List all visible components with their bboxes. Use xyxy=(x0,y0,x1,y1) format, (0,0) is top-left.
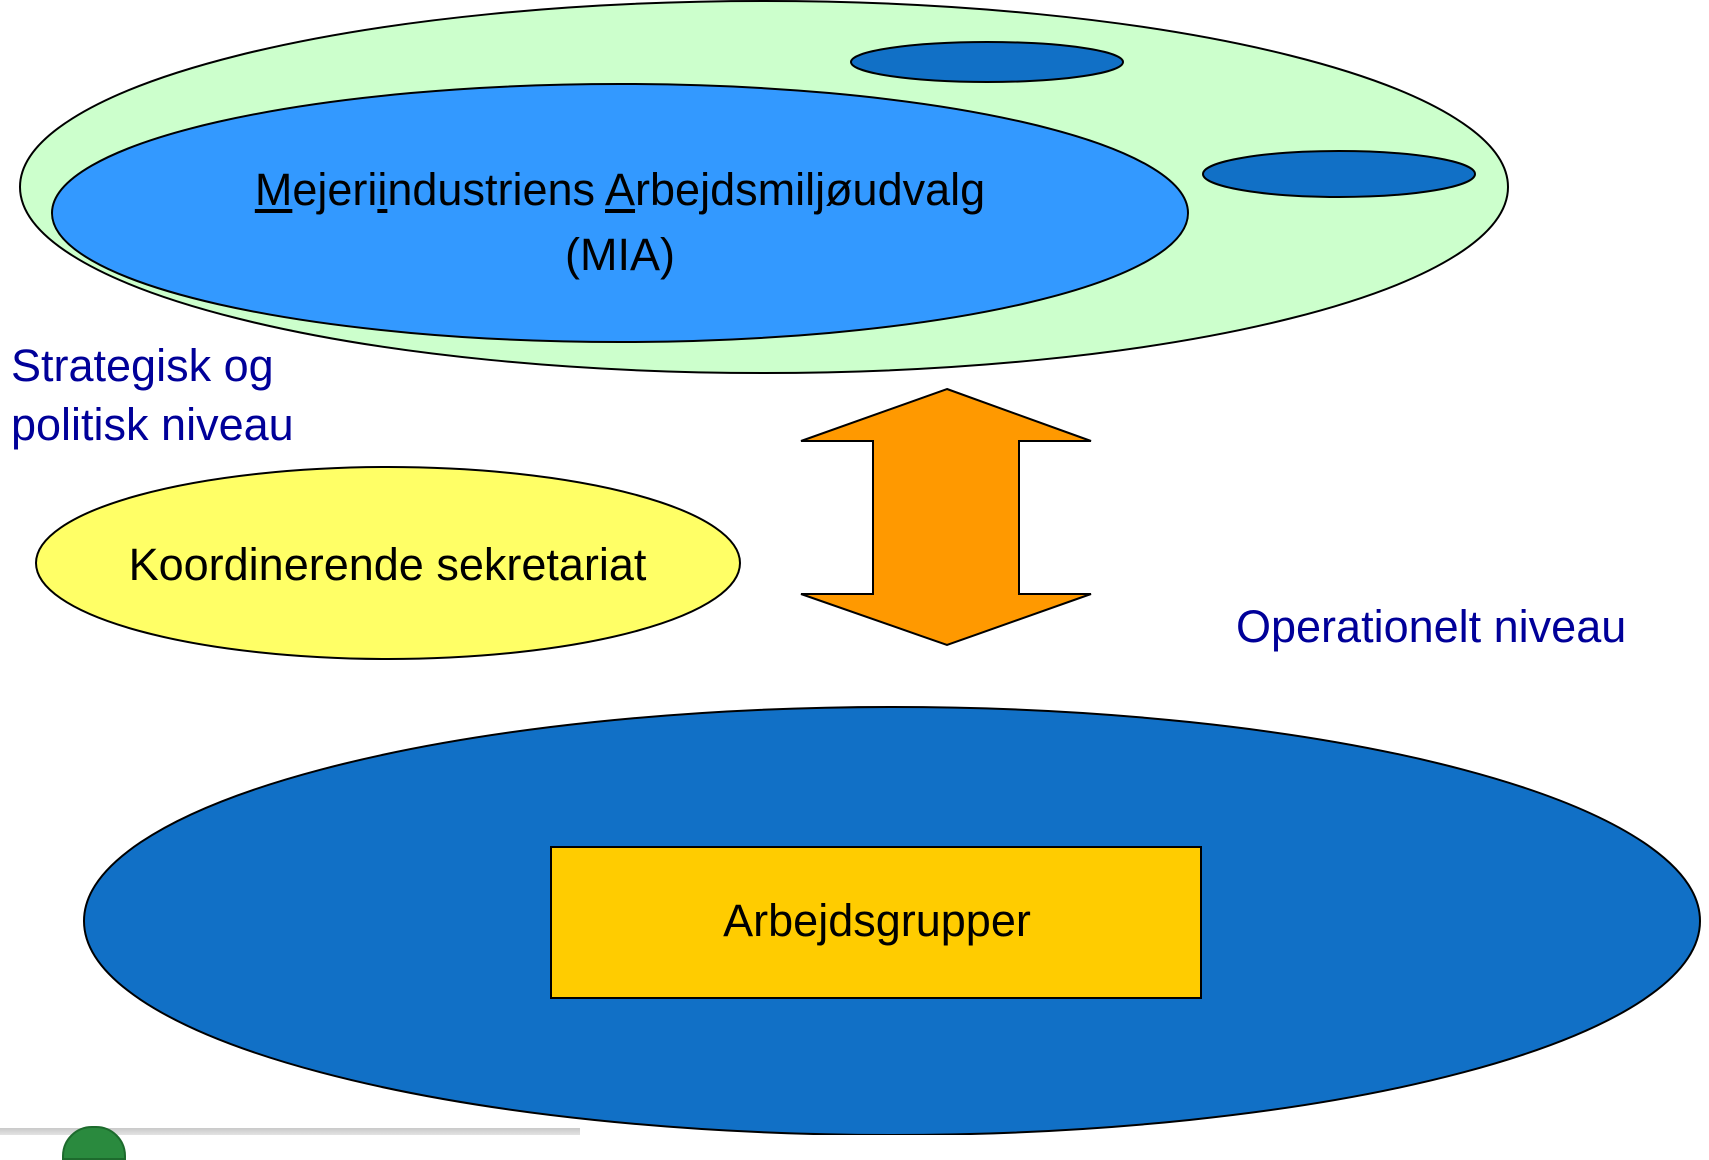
mia-name-segment: rbejdsmiljøudvalg xyxy=(635,164,986,215)
double-arrow-icon xyxy=(800,387,1092,647)
mia-name-initial-m: M xyxy=(254,164,293,215)
secretariat-ellipse xyxy=(35,466,741,660)
operational-level-label: Operationelt niveau xyxy=(1236,601,1627,652)
mia-committee-title: Mejeriindustriens Arbejdsmiljøudvalg (MI… xyxy=(190,157,1050,287)
mia-name-initial-i: i xyxy=(377,164,388,215)
strategic-level-line-2: politisk niveau xyxy=(11,399,294,450)
mia-name-initial-a: A xyxy=(605,164,636,215)
mia-abbreviation: (MIA) xyxy=(565,229,675,280)
footer-logo-strip xyxy=(0,1128,580,1135)
mia-name-segment: ndustriens xyxy=(387,164,606,215)
working-groups-box xyxy=(550,846,1202,999)
strategic-level-label: Strategisk og politisk niveau xyxy=(11,336,294,454)
mia-name-segment: ejeri xyxy=(292,164,378,215)
secretariat-label: Koordinerende sekretariat xyxy=(128,539,647,590)
mia-committee-ellipse xyxy=(51,83,1189,343)
small-group-ellipse-right xyxy=(1202,150,1476,198)
strategic-level-line-1: Strategisk og xyxy=(11,340,274,391)
small-group-ellipse-top xyxy=(850,41,1124,83)
working-groups-label: Arbejdsgrupper xyxy=(723,895,1031,946)
organization-diagram xyxy=(19,0,1701,1135)
